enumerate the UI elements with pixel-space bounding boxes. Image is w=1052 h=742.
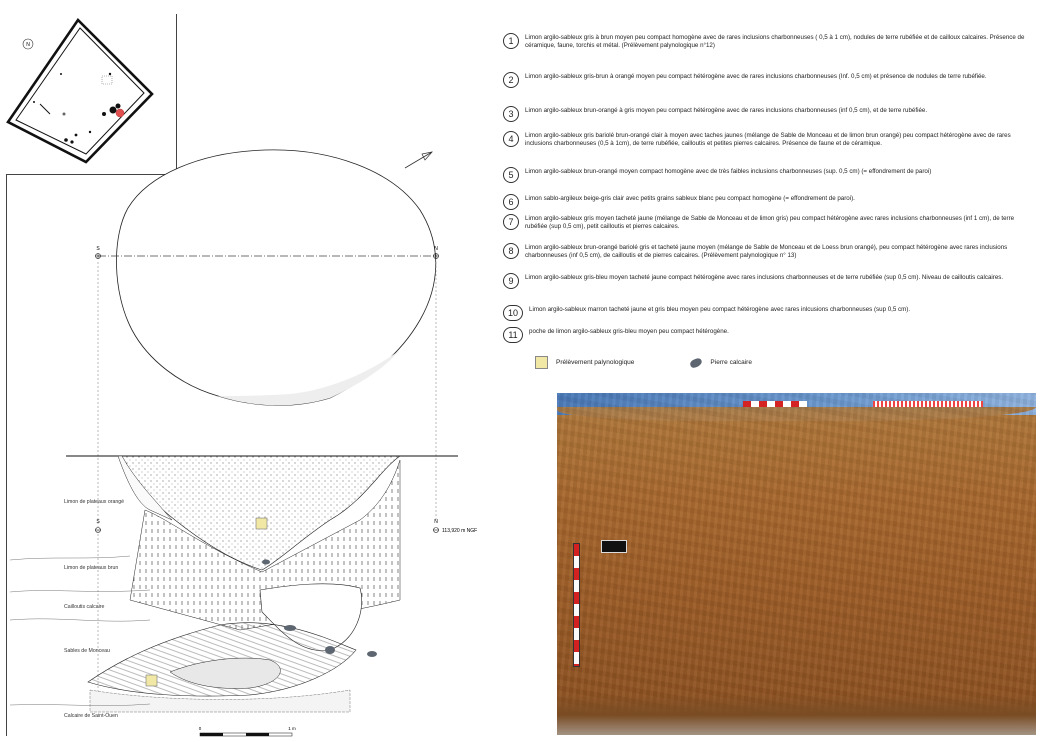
photo-label-tag (601, 540, 627, 553)
layer-number-badge: 5 (503, 167, 519, 183)
legend-description: Limon sablo-argileux beige-gris clair av… (525, 195, 855, 202)
pit (70, 140, 74, 144)
layer-label: Calcaire de Saint-Ouen (64, 713, 118, 719)
north-compass-icon (22, 38, 34, 50)
layer-number-badge: 9 (503, 273, 519, 289)
north-letter: N (26, 42, 30, 48)
legend-item: 11 poche de limon argilo-sableux gris-bl… (503, 327, 1039, 343)
layer-number-badge: 4 (503, 131, 519, 147)
legend-item: 2 Limon argilo-sableux gris-brun à orang… (503, 72, 1035, 88)
section-photograph (557, 393, 1036, 735)
legend-item: 10 Limon argilo-sableux marron tacheté j… (503, 305, 1039, 321)
layer-label: Sables de Monceau (64, 648, 110, 654)
post-hole (108, 72, 112, 76)
symbol-legend: Prélèvement palynologique Pierre calcair… (535, 356, 752, 369)
site-location-inset: N (6, 14, 177, 175)
layer-number-badge: 3 (503, 106, 519, 122)
layer-label: Cailloutis calcaire (64, 604, 105, 610)
legend-description: Limon argilo-sableux marron tacheté jaun… (529, 306, 911, 313)
legend-description: Limon argilo-sableux brun-orangé bariolé… (525, 244, 1008, 259)
pit (102, 112, 106, 116)
pit (115, 103, 121, 109)
photo-scale-ruler (573, 543, 580, 667)
legend-item: 8 Limon argilo-sableux brun-orangé bario… (503, 243, 1035, 260)
site-plan-svg: N (6, 17, 154, 164)
stone-symbol-icon (689, 356, 704, 369)
layer-label: Limon de plateaux orangé (64, 499, 124, 505)
legend-description: poche de limon argilo-sableux gris-bleu … (529, 328, 729, 335)
post-hole (88, 130, 92, 134)
sample-swatch-icon (535, 356, 548, 369)
legend-description: Limon argilo-sableux gris-bleu moyen tac… (525, 274, 1004, 281)
photo-survey-tape (873, 401, 983, 407)
legend-item: 5 Limon argilo-sableux brun-orangé moyen… (503, 167, 1035, 183)
legend-description: Limon argilo-sableux gris bariolé brun-o… (525, 132, 1011, 147)
post-hole (60, 73, 62, 75)
legend-description: Limon argilo-sableux brun-orangé moyen c… (525, 168, 932, 175)
figure-frame (6, 14, 1047, 736)
pit (64, 138, 68, 142)
enclosure-inner (15, 27, 145, 155)
layer-number-badge: 10 (503, 305, 523, 321)
legend-item: 1 Limon argilo-sableux gris à brun moyen… (503, 33, 1035, 50)
legend-item: 4 Limon argilo-sableux gris bariolé brun… (503, 131, 1035, 148)
legend-item: 6 Limon sablo-argileux beige-gris clair … (503, 194, 1035, 210)
legend-description: Limon argilo-sableux gris moyen tacheté … (525, 215, 1015, 230)
legend-description: Limon argilo-sableux gris à brun moyen p… (525, 34, 1025, 49)
layer-number-badge: 2 (503, 72, 519, 88)
pit (109, 106, 117, 114)
sample-symbol-label: Prélèvement palynologique (556, 359, 635, 366)
photo-survey-tape (743, 401, 807, 407)
photo-soil-texture (557, 393, 1036, 735)
legend-item: 3 Limon argilo-sableux brun-orangé à gri… (503, 106, 1035, 122)
ditch-segment (39, 103, 51, 115)
pit (74, 133, 78, 137)
legend-item: 7 Limon argilo-sableux gris moyen tachet… (503, 214, 1035, 231)
photo-ground (557, 695, 1036, 735)
layer-number-badge: 8 (503, 243, 519, 259)
layer-label: Limon de plateaux brun (64, 565, 119, 571)
legend-description: Limon argilo-sableux gris-brun à orangé … (525, 73, 987, 80)
layer-number-badge: 7 (503, 214, 519, 230)
pit (62, 112, 66, 116)
layer-number-badge: 1 (503, 33, 519, 49)
layer-number-badge: 6 (503, 194, 519, 210)
post-hole (33, 101, 35, 103)
legend-item: 9 Limon argilo-sableux gris-bleu moyen t… (503, 273, 1035, 289)
photo-rim (557, 407, 1036, 421)
stone-symbol-label: Pierre calcaire (710, 359, 752, 366)
enclosure-ditch (6, 17, 154, 164)
building-trace (101, 75, 113, 85)
highlighted-feature (115, 108, 125, 118)
layer-number-badge: 11 (503, 327, 523, 343)
legend-description: Limon argilo-sableux brun-orangé à gris … (525, 107, 928, 114)
